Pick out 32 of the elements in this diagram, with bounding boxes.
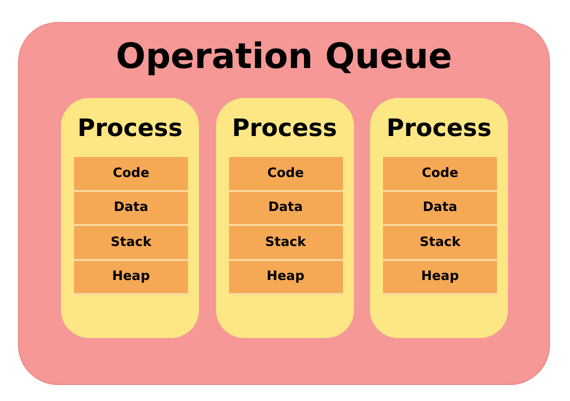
segment-label: Data [268,200,303,216]
memory-segment [383,157,497,192]
memory-segment [74,192,188,226]
memory-segment [74,157,188,192]
memory-segment [228,226,342,260]
memory-segment [228,260,342,295]
segment-label: Stack [110,234,152,250]
memory-segment [383,260,497,295]
segment-label: Data [114,200,148,216]
memory-segment [228,192,342,226]
segment-label: Code [267,166,304,181]
segment-label: Heap [112,269,150,284]
segment-label: Code [422,166,458,181]
panel-heading: Process [386,114,492,142]
memory-segment [74,260,188,295]
memory-segment [383,226,497,260]
panel-heading: Process [231,114,338,142]
process-panel [370,98,508,338]
memory-segment [228,157,342,192]
segment-label: Heap [421,269,459,284]
segment-label: Code [112,166,150,181]
title: Operation Queue [114,37,454,77]
process-panel [61,98,199,338]
memory-segment [74,226,188,260]
memory-segment [383,192,497,226]
segment-label: Data [422,200,458,216]
segment-label: Stack [420,234,460,250]
segment-label: Stack [265,234,306,250]
segment-label: Heap [266,269,304,284]
panel-heading: Process [76,114,184,142]
process-panel [216,98,354,338]
queue-panel [18,22,550,385]
